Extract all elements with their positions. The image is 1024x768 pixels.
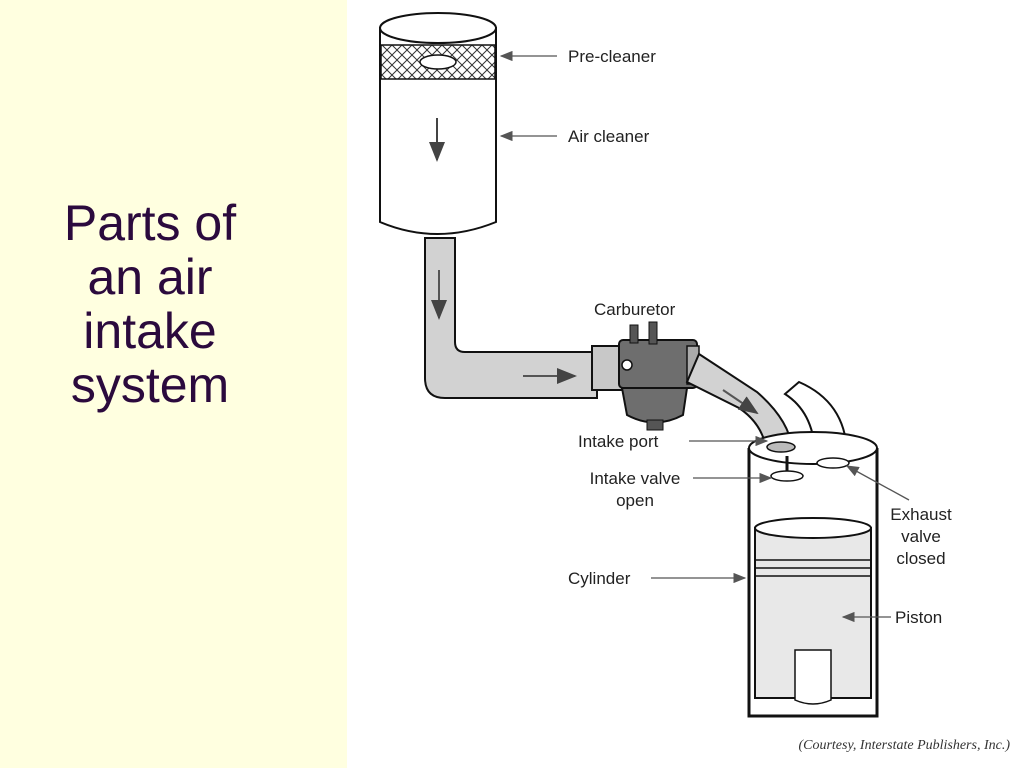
label-piston: Piston <box>895 608 942 627</box>
exhaust-valve-head <box>816 457 850 469</box>
title-line-2: an air <box>87 249 213 305</box>
piston <box>754 517 872 705</box>
label-intake-port: Intake port <box>578 432 659 451</box>
title-line-1: Parts of <box>63 195 237 251</box>
label-pre-cleaner: Pre-cleaner <box>568 47 656 66</box>
air-intake-diagram: Pre-cleaner Air cleaner Carburetor Intak… <box>347 0 1024 768</box>
diagram-svg: Pre-cleaner Air cleaner Carburetor Intak… <box>379 12 952 718</box>
flow-arrow-runner <box>722 389 759 415</box>
title-line-3: intake <box>83 303 217 359</box>
slide-title: Parts of an air intake system <box>0 196 300 412</box>
intake-pipe <box>424 237 598 399</box>
label-exhaust-line2: valve <box>901 527 941 546</box>
title-panel: Parts of an air intake system <box>0 0 347 768</box>
intake-port-opening <box>766 441 796 453</box>
label-exhaust-line1: Exhaust <box>890 505 952 524</box>
image-credit: (Courtesy, Interstate Publishers, Inc.) <box>798 738 1010 753</box>
title-line-4: system <box>70 357 230 413</box>
label-carburetor: Carburetor <box>594 300 676 319</box>
label-intake-valve-line1: Intake valve <box>590 469 681 488</box>
leader-lines <box>499 50 910 623</box>
connecting-rod <box>794 649 832 705</box>
label-intake-valve-line2: open <box>616 491 654 510</box>
carburetor <box>591 321 700 431</box>
label-cylinder: Cylinder <box>568 569 631 588</box>
intake-valve-head <box>770 470 804 482</box>
label-exhaust-line3: closed <box>896 549 945 568</box>
label-air-cleaner: Air cleaner <box>568 127 650 146</box>
air-cleaner-canister <box>379 12 497 235</box>
